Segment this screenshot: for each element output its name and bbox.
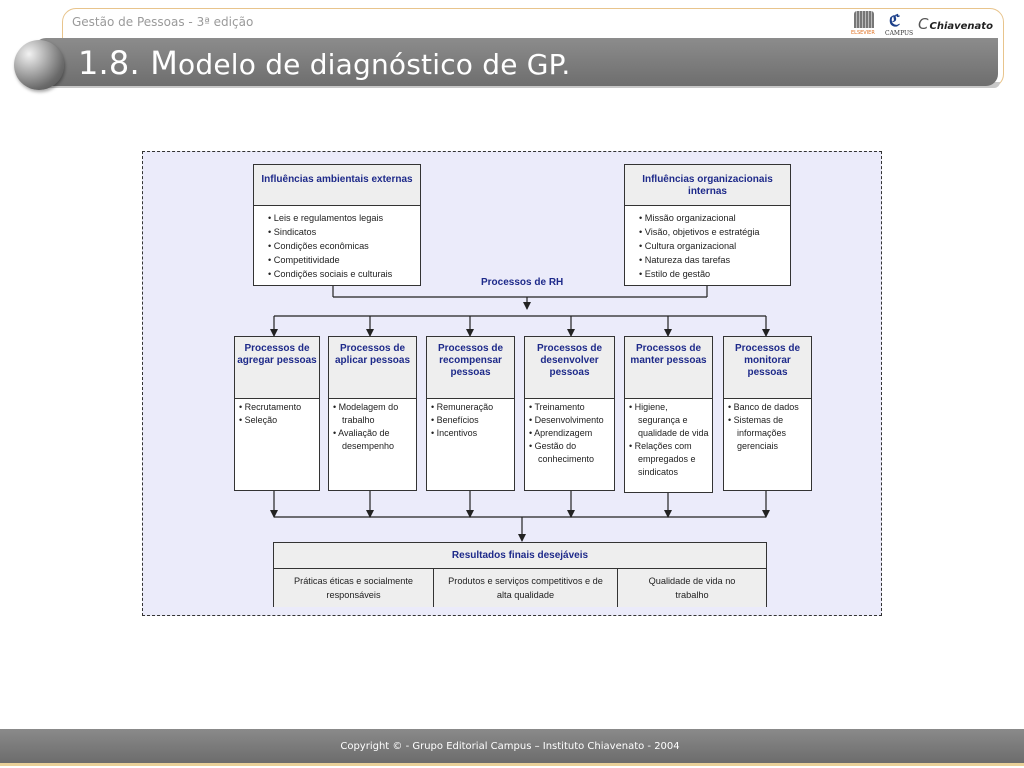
list-item: Condições econômicas	[268, 239, 420, 253]
process-list: Recrutamento Seleção	[235, 399, 319, 427]
list-item: Gestão do conhecimento	[529, 440, 614, 466]
process-box-aplicar: Processos de aplicar pessoas Modelagem d…	[328, 336, 417, 491]
external-influences-box: Influências ambientais externas Leis e r…	[253, 164, 421, 286]
list-item: Natureza das tarefas	[639, 253, 790, 267]
list-item: Avaliação de desempenho	[333, 427, 416, 453]
list-item: Estilo de gestão	[639, 267, 790, 281]
process-title: Processos de agregar pessoas	[235, 337, 319, 399]
process-box-recompensar: Processos de recompensar pessoas Remuner…	[426, 336, 515, 491]
internal-influences-title: Influências organizacionais internas	[625, 165, 790, 206]
results-cell: Práticas éticas e socialmente responsáve…	[274, 569, 434, 607]
campus-logo-text: CAMPUS	[885, 30, 914, 37]
process-list: Higiene, segurança e qualidade de vida R…	[625, 399, 712, 479]
slide-title: 1.8. Modelo de diagnóstico de GP.	[78, 44, 570, 82]
title-sphere-icon	[14, 40, 64, 90]
process-box-agregar: Processos de agregar pessoas Recrutament…	[234, 336, 320, 491]
list-item: Seleção	[239, 414, 319, 427]
external-influences-list: Leis e regulamentos legais Sindicatos Co…	[254, 206, 420, 281]
list-item: Visão, objetivos e estratégia	[639, 225, 790, 239]
list-item: Recrutamento	[239, 401, 319, 414]
list-item: Remuneração	[431, 401, 514, 414]
footer-bar	[0, 729, 1024, 763]
process-list: Modelagem do trabalho Avaliação de desem…	[329, 399, 416, 453]
list-item: Leis e regulamentos legais	[268, 211, 420, 225]
title-bar	[34, 38, 998, 86]
list-item: Banco de dados	[728, 401, 811, 414]
list-item: Sistemas de informações gerenciais	[728, 414, 811, 453]
list-item: Treinamento	[529, 401, 614, 414]
list-item: Desenvolvimento	[529, 414, 614, 427]
list-item: Higiene, segurança e qualidade de vida	[629, 401, 712, 440]
internal-influences-box: Influências organizacionais internas Mis…	[624, 164, 791, 286]
list-item: Aprendizagem	[529, 427, 614, 440]
results-box: Resultados finais desejáveis Práticas ét…	[273, 542, 767, 607]
elsevier-logo-text: ELSEVIER	[851, 30, 875, 36]
slide-title-initial: 1.8. M	[78, 44, 179, 82]
campus-c-icon: ℭ	[889, 11, 901, 30]
chiavenato-logo-text: Chiavenato	[929, 21, 993, 32]
external-influences-title: Influências ambientais externas	[254, 165, 420, 206]
process-box-desenvolver: Processos de desenvolver pessoas Treinam…	[524, 336, 615, 491]
results-title: Resultados finais desejáveis	[274, 543, 766, 569]
process-box-manter: Processos de manter pessoas Higiene, seg…	[624, 336, 713, 493]
elsevier-tree-icon	[854, 11, 874, 28]
results-cell: Qualidade de vida no trabalho	[618, 569, 766, 607]
book-subtitle: Gestão de Pessoas - 3ª edição	[72, 15, 254, 29]
process-title: Processos de monitorar pessoas	[724, 337, 811, 399]
chiavenato-c-icon: C	[918, 15, 929, 33]
slide-title-rest: odelo de diagnóstico de GP.	[178, 48, 571, 81]
process-title: Processos de aplicar pessoas	[329, 337, 416, 399]
process-list: Treinamento Desenvolvimento Aprendizagem…	[525, 399, 614, 466]
results-cell: Produtos e serviços competitivos e de al…	[434, 569, 618, 607]
list-item: Modelagem do trabalho	[333, 401, 416, 427]
list-item: Relações com empregados e sindicatos	[629, 440, 712, 479]
campus-logo: ℭ CAMPUS	[884, 11, 916, 37]
process-title: Processos de manter pessoas	[625, 337, 712, 399]
list-item: Benefícios	[431, 414, 514, 427]
list-item: Sindicatos	[268, 225, 420, 239]
process-list: Remuneração Benefícios Incentivos	[427, 399, 514, 440]
list-item: Missão organizacional	[639, 211, 790, 225]
elsevier-logo: ELSEVIER	[851, 11, 877, 37]
list-item: Competitividade	[268, 253, 420, 267]
list-item: Condições sociais e culturais	[268, 267, 420, 281]
internal-influences-list: Missão organizacional Visão, objetivos e…	[625, 206, 790, 281]
process-title: Processos de recompensar pessoas	[427, 337, 514, 399]
list-item: Incentivos	[431, 427, 514, 440]
footer-copyright: Copyright © - Grupo Editorial Campus – I…	[0, 741, 1024, 752]
rh-processes-label: Processos de RH	[481, 277, 564, 288]
process-list: Banco de dados Sistemas de informações g…	[724, 399, 811, 453]
chiavenato-logo: CChiavenato	[918, 15, 993, 33]
footer-accent-line	[0, 763, 1024, 766]
list-item: Cultura organizacional	[639, 239, 790, 253]
footer-copyright-text: Copyright © - Grupo Editorial Campus – I…	[340, 741, 680, 752]
process-title: Processos de desenvolver pessoas	[525, 337, 614, 399]
process-box-monitorar: Processos de monitorar pessoas Banco de …	[723, 336, 812, 491]
